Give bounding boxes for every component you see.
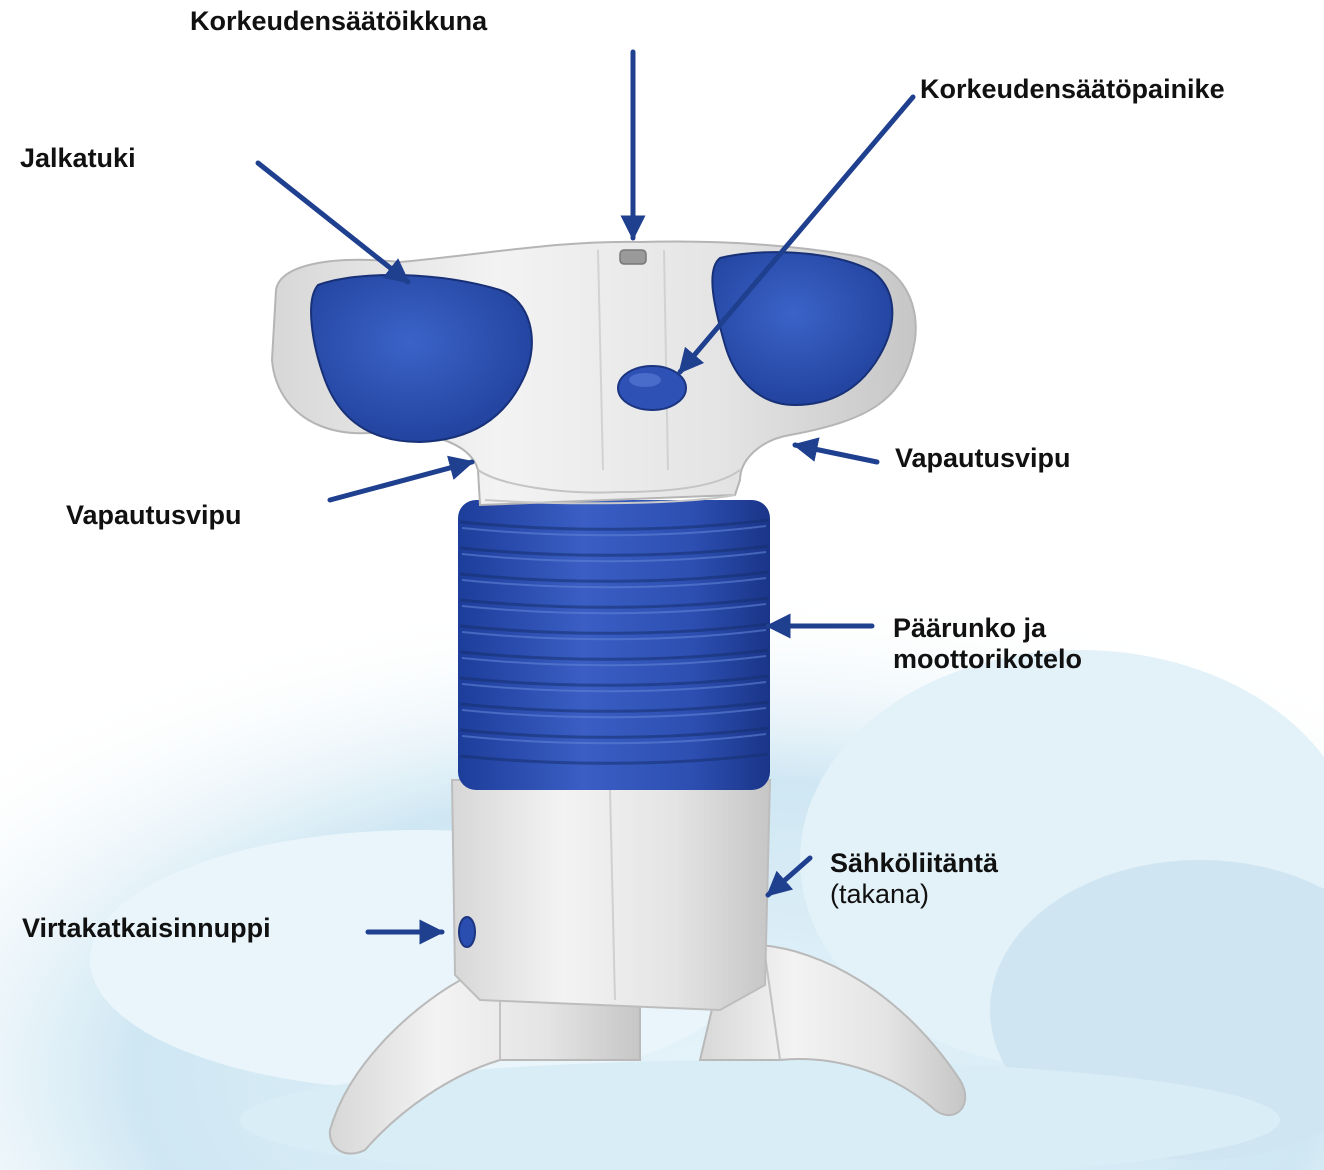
label-power-switch: Virtakatkaisinnuppi — [22, 913, 271, 944]
label-release-lever-right: Vapautusvipu — [895, 443, 1071, 474]
bellows — [458, 500, 770, 790]
lower-column — [452, 780, 770, 1010]
power-switch[interactable] — [459, 917, 475, 947]
label-power-connector-title: Sähköliitäntä — [830, 848, 998, 879]
label-main-body-line2: moottorikotelo — [893, 644, 1082, 675]
label-height-button: Korkeudensäätöpainike — [920, 74, 1225, 105]
label-main-body: Päärunko ja moottorikotelo — [893, 613, 1082, 675]
label-height-window: Korkeudensäätöikkuna — [190, 6, 487, 37]
label-foot-rest: Jalkatuki — [20, 143, 136, 174]
height-window — [620, 250, 646, 264]
label-main-body-line1: Päärunko ja — [893, 613, 1082, 644]
label-release-lever-left: Vapautusvipu — [66, 500, 242, 531]
label-power-connector-note: (takana) — [830, 879, 998, 910]
height-adjust-button[interactable] — [618, 366, 686, 410]
label-power-connector: Sähköliitäntä (takana) — [830, 848, 998, 910]
